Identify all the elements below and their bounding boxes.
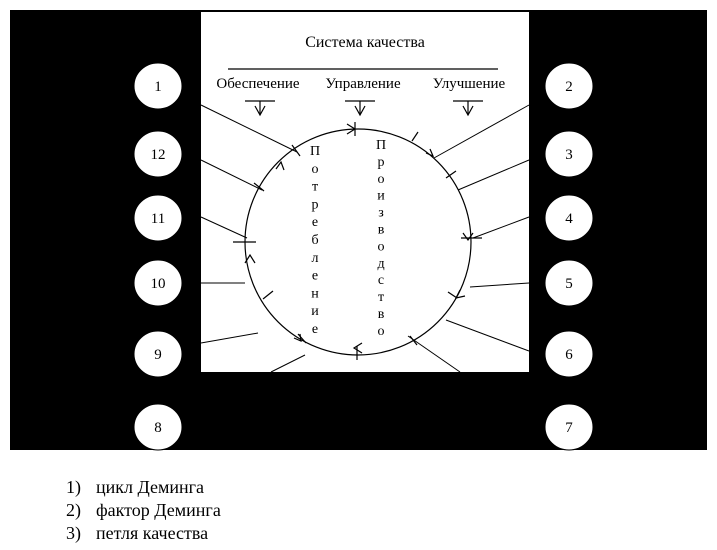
node-circle-3 [544, 130, 594, 178]
function-arrow-3 [453, 100, 483, 117]
node-label-12: 12 [151, 147, 166, 163]
node-circle-5 [544, 259, 594, 307]
vertical-letter: П [376, 138, 386, 153]
node-circle-9 [133, 330, 183, 378]
node-label-11: 11 [151, 211, 165, 227]
vertical-letter: т [378, 290, 384, 305]
connector-lines [200, 104, 530, 373]
vertical-letter: е [312, 215, 318, 230]
node-circle-8 [133, 403, 183, 451]
vertical-letter: и [377, 189, 385, 204]
vertical-letter: П [310, 144, 320, 159]
node-circle-10 [133, 259, 183, 307]
vertical-letter: с [378, 273, 384, 288]
vertical-letter: д [377, 256, 384, 271]
vertical-letter: в [378, 223, 385, 238]
loop-tick-marks [233, 122, 482, 360]
node-label-5: 5 [565, 276, 573, 292]
vertical-letter: е [312, 269, 318, 284]
node-label-1: 1 [154, 79, 162, 95]
vertical-letter: в [378, 307, 385, 322]
vertical-letter: т [312, 180, 318, 195]
answer-options: 1)цикл Деминга 2)фактор Деминга 3)петля … [66, 476, 221, 545]
node-label-3: 3 [565, 147, 573, 163]
white-panel [201, 12, 529, 372]
answer-option-3[interactable]: 3)петля качества [66, 523, 209, 543]
node-circle-2 [544, 62, 594, 110]
right-node-group: 2 3 4 5 6 7 [544, 62, 594, 451]
vertical-letter: н [311, 286, 319, 301]
node-circle-7 [544, 403, 594, 451]
node-label-2: 2 [565, 79, 573, 95]
function-label-uluchshenie: Улучшение [433, 76, 506, 92]
vertical-letter: р [312, 197, 319, 212]
function-arrow-2 [345, 100, 375, 117]
diagram-title: Система качества [305, 34, 425, 51]
node-label-7: 7 [565, 420, 573, 436]
vertical-letter: о [378, 172, 385, 187]
node-label-8: 8 [154, 420, 162, 436]
vertical-letter: р [378, 155, 385, 170]
function-label-upravlenie: Управление [325, 76, 401, 92]
node-label-6: 6 [565, 347, 573, 363]
function-arrow-1 [245, 100, 275, 117]
node-label-4: 4 [565, 211, 573, 227]
vertical-letter: б [311, 233, 318, 248]
vertical-letter: о [378, 239, 385, 254]
answer-option-2[interactable]: 2)фактор Деминга [66, 500, 221, 520]
node-circle-12 [133, 130, 183, 178]
node-label-9: 9 [154, 347, 162, 363]
loop-arrowheads [244, 123, 474, 354]
vertical-letter: е [312, 322, 318, 337]
node-circle-4 [544, 194, 594, 242]
vertical-letter: л [312, 251, 319, 266]
vertical-letter: о [378, 324, 385, 339]
function-label-obespechenie: Обеспечение [216, 76, 300, 92]
vertical-letter: и [311, 304, 319, 319]
node-circle-11 [133, 194, 183, 242]
node-circle-6 [544, 330, 594, 378]
answer-option-1[interactable]: 1)цикл Деминга [66, 477, 205, 497]
left-node-group: 1 12 11 10 9 8 [133, 62, 183, 451]
node-label-10: 10 [151, 276, 166, 292]
vertical-letter: о [312, 162, 319, 177]
vertical-letter: з [378, 206, 384, 221]
node-circle-1 [133, 62, 183, 110]
